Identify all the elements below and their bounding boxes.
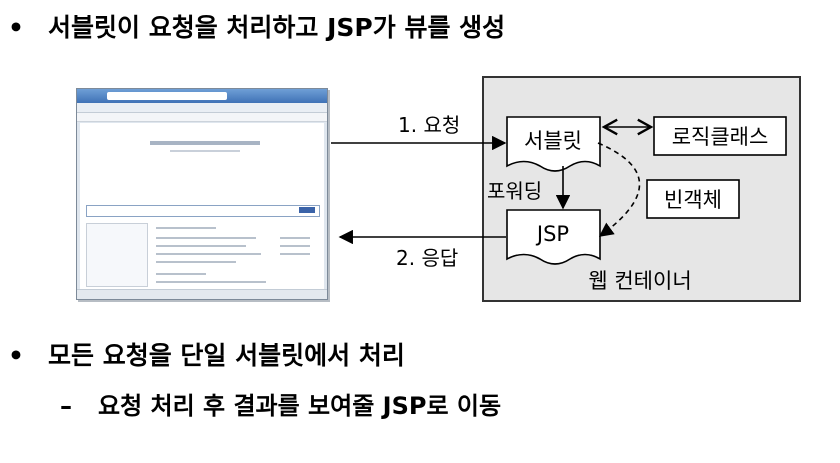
bullet-main: • 서블릿이 요청을 처리하고 JSP가 뷰를 생성 xyxy=(8,8,505,44)
bean-node xyxy=(646,179,740,219)
content-line xyxy=(156,281,266,283)
content-line xyxy=(280,253,310,255)
bullet-sub: –요청 처리 후 결과를 보여줄 JSP로 이동 xyxy=(60,386,501,421)
jsp-node-label: JSP xyxy=(535,222,569,246)
content-line xyxy=(156,261,236,263)
browser-titlebar xyxy=(77,89,327,103)
logic-class-node-label: 로직클래스 xyxy=(672,125,769,149)
response-label: 2. 응답 xyxy=(396,246,458,270)
bullet-second: • 모든 요청을 단일 서블릿에서 처리 xyxy=(8,336,405,372)
bullet-mark: • xyxy=(8,341,24,370)
browser-toolbar xyxy=(77,103,327,113)
dash-mark: – xyxy=(60,392,72,420)
web-container-label: 웹 컨테이너 xyxy=(588,269,691,293)
page-search-box xyxy=(86,205,320,217)
bean-dashed-arrow xyxy=(597,142,641,237)
content-line xyxy=(156,237,256,239)
content-line xyxy=(280,245,310,247)
browser-status-bar xyxy=(77,289,327,299)
page-logo-subtext xyxy=(170,150,240,152)
browser-page xyxy=(80,123,324,289)
page-logo xyxy=(150,141,260,145)
forward-label: 포워딩 xyxy=(487,179,542,203)
bean-node-label: 빈객체 xyxy=(664,188,722,212)
jsp-node xyxy=(506,209,601,265)
request-label: 1. 요청 xyxy=(398,113,460,137)
bullet-main-text: 서블릿이 요청을 처리하고 JSP가 뷰를 생성 xyxy=(48,13,506,42)
content-line xyxy=(156,273,206,275)
bullet-sub-text: 요청 처리 후 결과를 보여줄 JSP로 이동 xyxy=(98,392,502,420)
page-search-button xyxy=(299,207,315,213)
bullet-mark: • xyxy=(8,13,24,42)
servlet-node-label: 서블릿 xyxy=(524,129,582,153)
servlet-node xyxy=(506,116,601,172)
content-line xyxy=(156,227,216,229)
address-bar xyxy=(107,92,227,100)
browser-tabbar xyxy=(77,113,327,122)
browser-screenshot xyxy=(76,88,328,300)
page-sidebar xyxy=(86,223,148,287)
content-line xyxy=(280,237,310,239)
bullet-second-text: 모든 요청을 단일 서블릿에서 처리 xyxy=(48,341,405,370)
logic-class-node xyxy=(653,116,787,156)
web-container-box xyxy=(482,76,801,302)
content-line xyxy=(156,253,261,255)
content-line xyxy=(156,245,246,247)
